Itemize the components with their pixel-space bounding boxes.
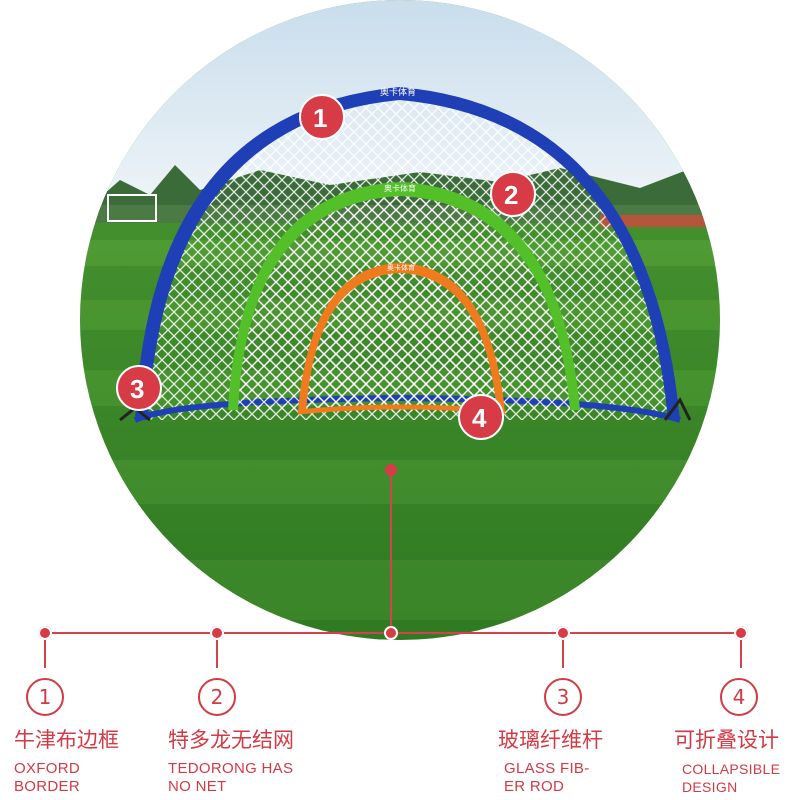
product-photo: 奥卡体育 奥卡体育 奥卡体育 1 2 3 4 (80, 0, 720, 640)
connector-drop-1 (44, 633, 46, 668)
badge-4: 4 (458, 394, 504, 440)
feature-number: 2 (198, 678, 236, 716)
feature-glass-fiber-rod: 3 玻璃纤维杆 GLASS FIB- ER ROD (498, 678, 688, 796)
connector-dot-2 (210, 626, 224, 640)
badge-1: 1 (299, 94, 345, 140)
feature-number: 4 (720, 678, 758, 716)
svg-text:4: 4 (472, 403, 487, 433)
feature-title-en: TEDORONG HAS NO NET (168, 760, 294, 795)
connector-dot-center (384, 626, 398, 640)
feature-number: 1 (26, 678, 64, 716)
svg-text:1: 1 (313, 103, 327, 133)
feature-title-cn: 牛津布边框 (14, 728, 119, 752)
brand-text-small: 奥卡体育 (387, 263, 415, 272)
feature-title-cn: 可折叠设计 (674, 728, 779, 752)
feature-title-en: OXFORD BORDER (14, 760, 80, 795)
feature-tedorong-net: 2 特多龙无结网 TEDORONG HAS NO NET (168, 678, 358, 796)
connector-drop-3 (562, 633, 564, 668)
feature-title-cn: 玻璃纤维杆 (498, 728, 603, 752)
small-goal-net (298, 270, 505, 412)
connector-drop-4 (740, 633, 742, 668)
connector-dot-1 (38, 626, 52, 640)
badge-3: 3 (116, 365, 162, 411)
feature-oxford-border: 1 牛津布边框 OXFORD BORDER (14, 678, 204, 796)
connector-dot-4 (734, 626, 748, 640)
svg-text:2: 2 (504, 180, 518, 210)
feature-number: 3 (544, 678, 582, 716)
brand-text-medium: 奥卡体育 (384, 183, 416, 193)
center-marker (385, 464, 397, 476)
connector-drop-2 (216, 633, 218, 668)
svg-text:3: 3 (130, 374, 144, 404)
connector-dot-3 (556, 626, 570, 640)
connector-vertical (390, 476, 392, 634)
brand-text-large: 奥卡体育 (380, 86, 416, 98)
feature-title-en: GLASS FIB- ER ROD (504, 760, 590, 795)
feature-collapsible-design: 4 可折叠设计 COLLAPSIBLE DESIGN (674, 678, 798, 796)
feature-title-cn: 特多龙无结网 (168, 728, 294, 752)
feature-title-en: COLLAPSIBLE DESIGN (682, 761, 781, 795)
badge-2: 2 (490, 171, 536, 217)
